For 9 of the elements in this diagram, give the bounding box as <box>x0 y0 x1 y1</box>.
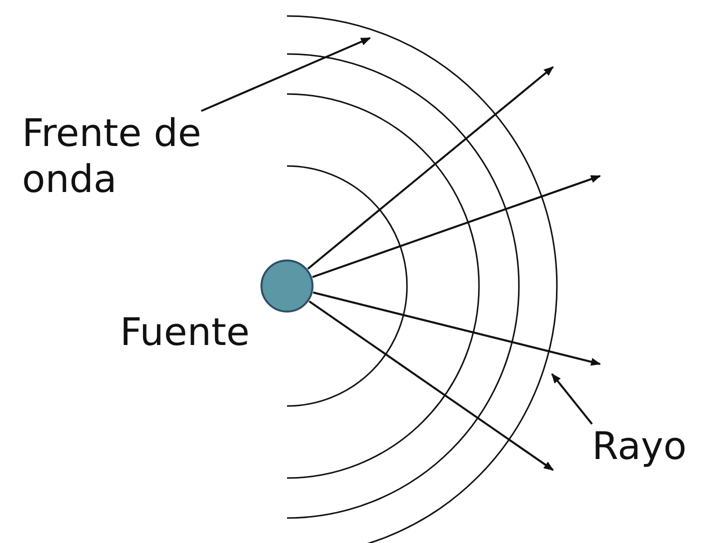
label-text: Frente de onda <box>22 111 202 201</box>
source-label: Fuente <box>120 309 250 355</box>
ray-arrow <box>307 66 554 270</box>
label-text: Rayo <box>592 424 687 468</box>
ray-arrow <box>312 175 601 278</box>
leader-line <box>200 37 371 112</box>
leader-line <box>551 373 593 425</box>
ray-arrow <box>312 292 601 366</box>
ray-arrow <box>308 300 554 471</box>
